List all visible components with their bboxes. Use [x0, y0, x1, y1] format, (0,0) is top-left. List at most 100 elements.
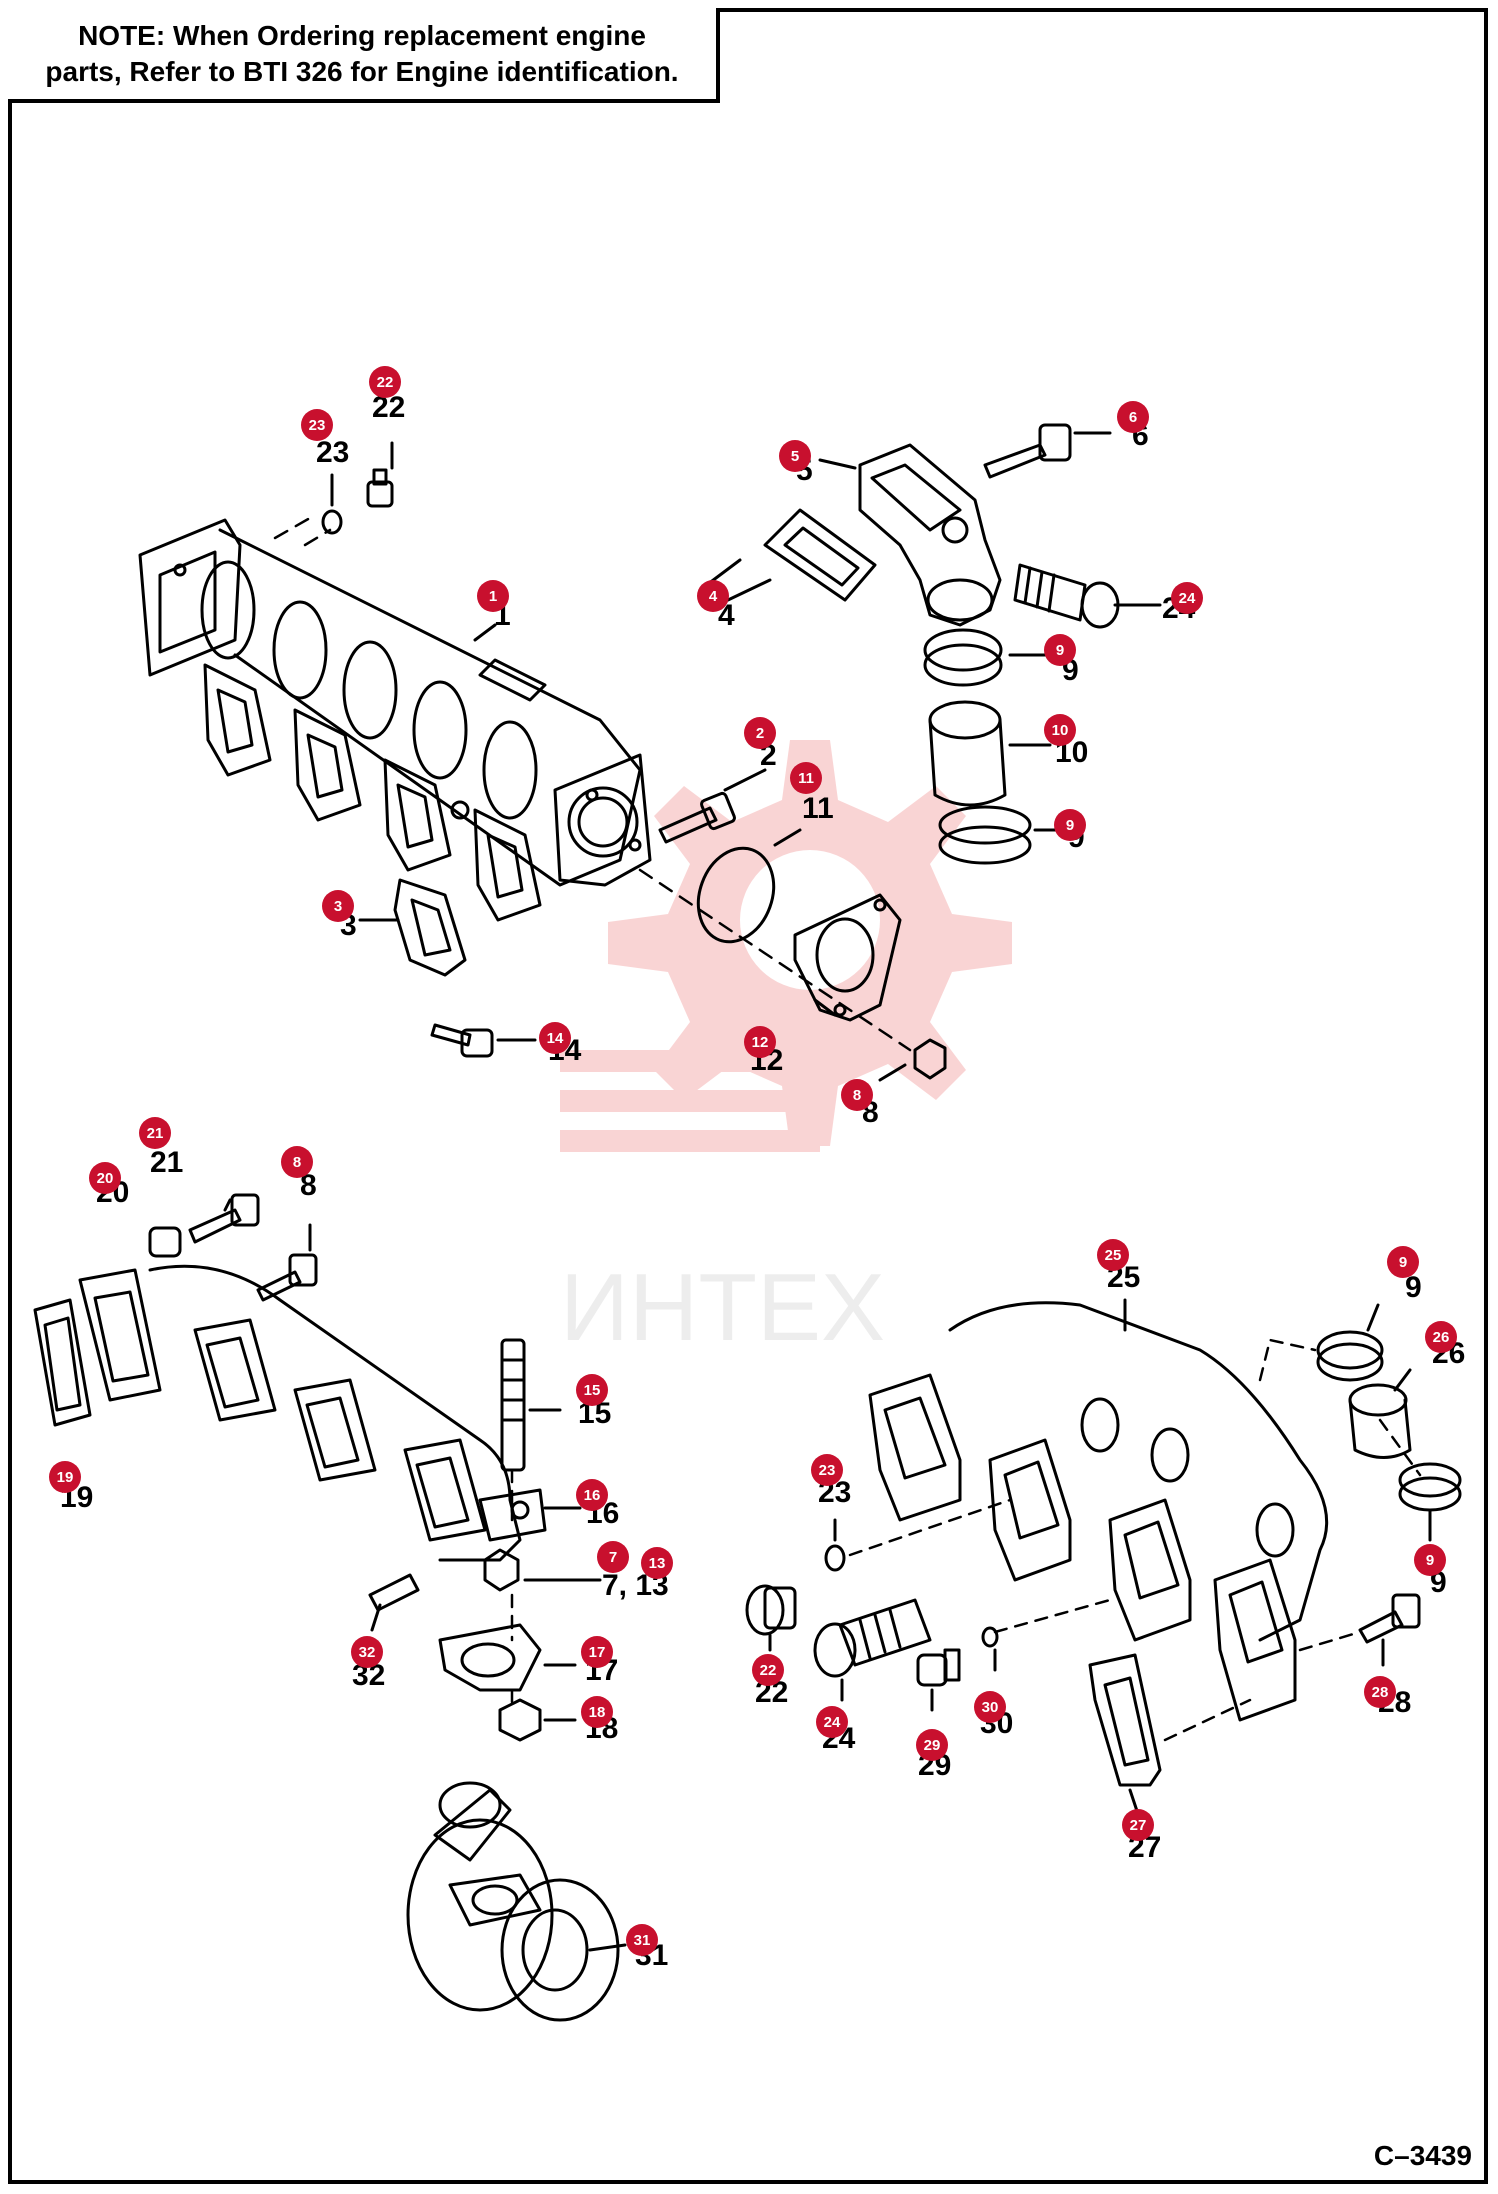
exhaust-manifold-left [33, 1264, 522, 1562]
svg-text:2: 2 [756, 725, 764, 742]
svg-text:11: 11 [798, 770, 814, 787]
svg-text:25: 25 [1105, 1247, 1122, 1264]
badge-14[interactable]: 14 [539, 1022, 571, 1054]
svg-text:20: 20 [97, 1170, 114, 1187]
svg-text:27: 27 [1130, 1817, 1147, 1834]
badge-22-right[interactable]: 22 [752, 1654, 784, 1686]
badge-9b[interactable]: 9 [1054, 809, 1086, 841]
badge-17[interactable]: 17 [581, 1636, 613, 1668]
plug-22-top [366, 468, 394, 508]
badge-5[interactable]: 5 [779, 440, 811, 472]
bolt-28 [1358, 1593, 1421, 1644]
badge-11[interactable]: 11 [790, 762, 822, 794]
svg-text:22: 22 [760, 1662, 777, 1679]
callout-label-21: 21 [150, 1146, 183, 1179]
badge-23-top[interactable]: 23 [301, 409, 333, 441]
badge-8-left[interactable]: 8 [281, 1146, 313, 1178]
badge-9c[interactable]: 9 [1387, 1246, 1419, 1278]
badge-2[interactable]: 2 [744, 717, 776, 749]
bracket-16 [478, 1488, 547, 1542]
badge-15[interactable]: 15 [576, 1374, 608, 1406]
nut-18 [498, 1698, 542, 1742]
svg-text:28: 28 [1372, 1684, 1389, 1701]
svg-text:26: 26 [1433, 1329, 1450, 1346]
badge-29[interactable]: 29 [916, 1729, 948, 1761]
svg-text:17: 17 [589, 1644, 606, 1661]
badge-19[interactable]: 19 [49, 1461, 81, 1493]
svg-text:13: 13 [649, 1555, 666, 1572]
svg-text:21: 21 [147, 1125, 164, 1142]
badge-32[interactable]: 32 [351, 1636, 383, 1668]
svg-text:9: 9 [1426, 1552, 1434, 1569]
badge-26[interactable]: 26 [1425, 1321, 1457, 1353]
svg-text:24: 24 [1179, 590, 1196, 607]
badge-9d[interactable]: 9 [1414, 1544, 1446, 1576]
badge-28[interactable]: 28 [1364, 1676, 1396, 1708]
badge-3[interactable]: 3 [322, 890, 354, 922]
svg-text:6: 6 [1129, 409, 1137, 426]
badge-12[interactable]: 12 [744, 1026, 776, 1058]
exhaust-manifold-right [868, 1301, 1329, 1722]
plug-24-top [1013, 563, 1120, 629]
bolt-21 [188, 1193, 260, 1244]
svg-text:3: 3 [334, 898, 342, 915]
spacer-20 [148, 1226, 182, 1258]
callout-label-11: 11 [802, 792, 834, 825]
clamp-9-upper-right [923, 628, 1003, 687]
o-ring-11 [696, 846, 776, 944]
badge-9a[interactable]: 9 [1044, 634, 1076, 666]
gasket-4 [763, 508, 877, 602]
outlet-elbow-5 [858, 443, 1002, 627]
badge-20[interactable]: 20 [89, 1162, 121, 1194]
badge-22-top[interactable]: 22 [369, 366, 401, 398]
badge-18[interactable]: 18 [581, 1696, 613, 1728]
svg-text:15: 15 [584, 1382, 601, 1399]
plug-29 [916, 1648, 961, 1687]
watermark-text: ИНТЕХ [560, 1254, 885, 1360]
hose-26 [1348, 1383, 1412, 1459]
washer-23-right [824, 1544, 846, 1572]
badge-16[interactable]: 16 [576, 1479, 608, 1511]
plug-22-right [745, 1584, 797, 1636]
nut-7-13 [483, 1548, 520, 1592]
svg-text:7: 7 [609, 1549, 617, 1566]
badge-21[interactable]: 21 [139, 1117, 171, 1149]
badge-4[interactable]: 4 [697, 580, 729, 612]
svg-text:22: 22 [377, 374, 394, 391]
badge-23-right[interactable]: 23 [811, 1454, 843, 1486]
washer-30 [981, 1626, 999, 1648]
callout-label-8-left: 8 [300, 1169, 317, 1202]
note-line-1: When Ordering replacement engine [165, 19, 646, 51]
stud-32 [368, 1573, 420, 1612]
badge-8-intake[interactable]: 8 [841, 1079, 873, 1111]
badge-24-top[interactable]: 24 [1171, 582, 1203, 614]
badge-6[interactable]: 6 [1117, 401, 1149, 433]
svg-text:9: 9 [1399, 1254, 1407, 1271]
svg-text:8: 8 [853, 1087, 861, 1104]
ordering-note: NOTE: When Ordering replacement engine p… [8, 8, 720, 103]
turbocharger-31 [406, 1781, 620, 2022]
callout-label-9c: 9 [1405, 1271, 1422, 1304]
badge-25[interactable]: 25 [1097, 1239, 1129, 1271]
badge-27[interactable]: 27 [1122, 1809, 1154, 1841]
svg-text:10: 10 [1052, 722, 1069, 739]
washer-23-top [321, 509, 343, 535]
svg-text:18: 18 [589, 1704, 606, 1721]
svg-text:9: 9 [1066, 817, 1074, 834]
clamp-9-lower-right [938, 805, 1032, 865]
badge-7[interactable]: 7 [597, 1541, 629, 1573]
badge-31[interactable]: 31 [626, 1924, 658, 1956]
watermark-logo: ИНТЕХ [560, 740, 1012, 1360]
badge-24-right[interactable]: 24 [816, 1706, 848, 1738]
svg-text:30: 30 [982, 1699, 999, 1716]
badge-13[interactable]: 13 [641, 1547, 673, 1579]
svg-text:8: 8 [293, 1154, 301, 1171]
svg-text:16: 16 [584, 1487, 601, 1504]
bolt-6 [983, 423, 1072, 479]
svg-text:24: 24 [824, 1714, 841, 1731]
badge-30[interactable]: 30 [974, 1691, 1006, 1723]
badge-1[interactable]: 1 [477, 580, 509, 612]
figure-id: C–3439 [1373, 2140, 1472, 2171]
badge-10[interactable]: 10 [1044, 714, 1076, 746]
svg-text:9: 9 [1056, 642, 1064, 659]
